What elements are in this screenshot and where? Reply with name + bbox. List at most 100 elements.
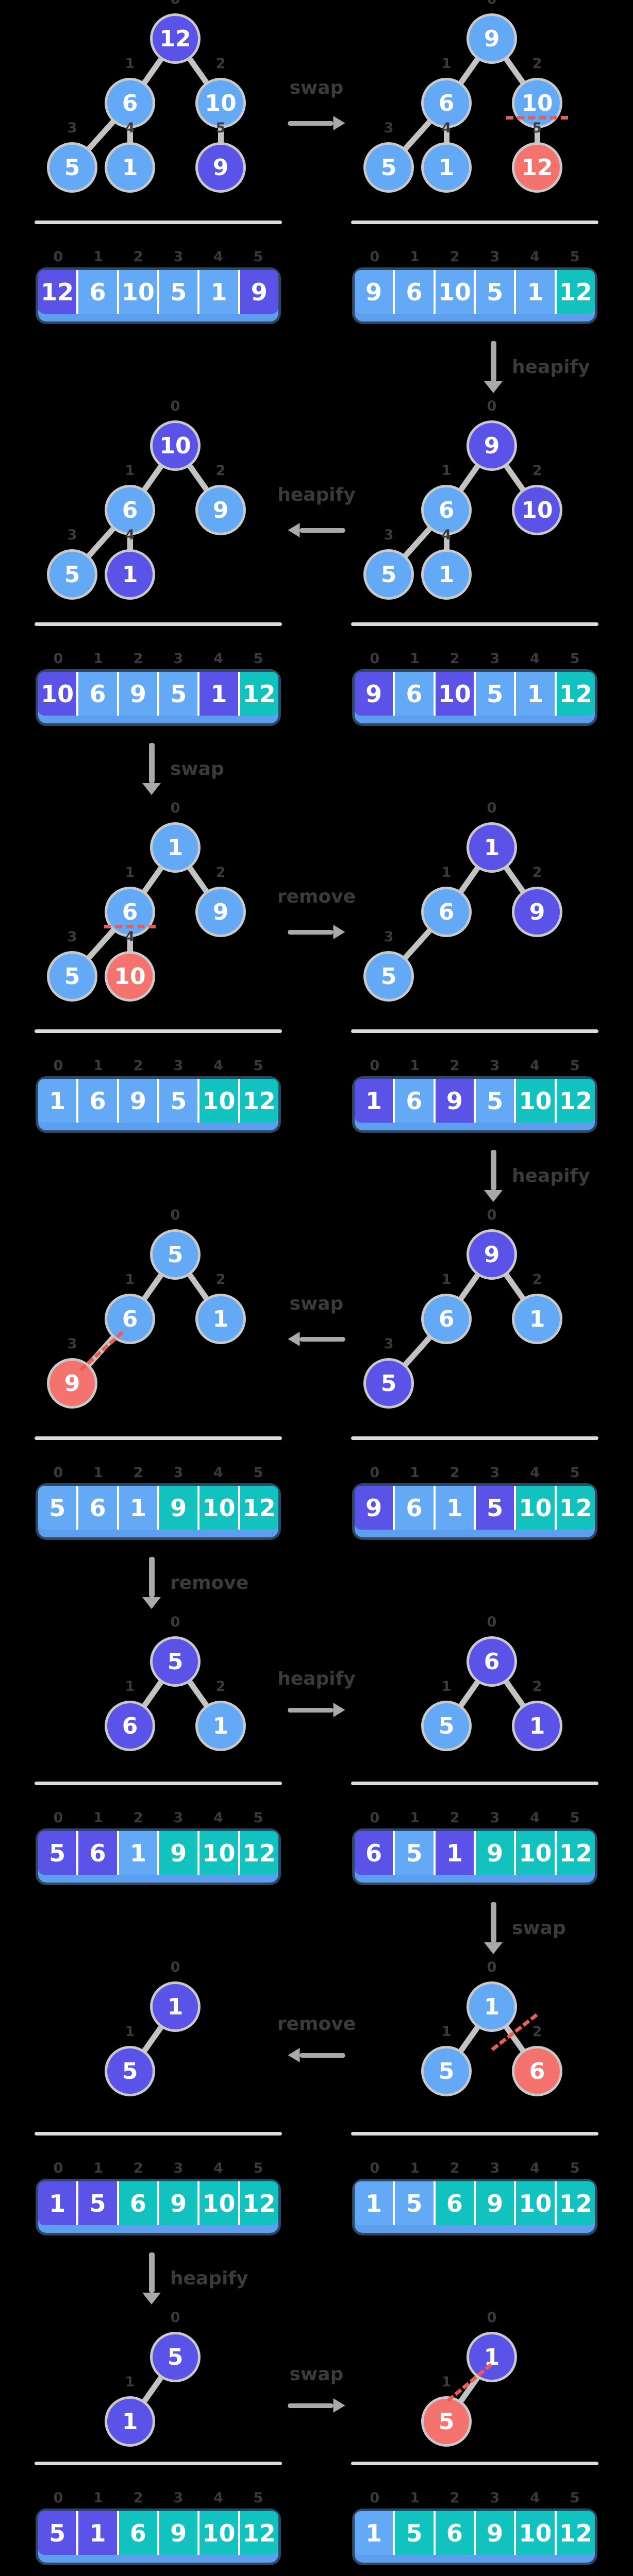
operation-label: heapify — [277, 1668, 356, 1689]
array-index-label: 3 — [173, 1810, 184, 1826]
operation-label: swap — [289, 1293, 344, 1314]
array-index-label: 5 — [253, 651, 263, 667]
array-index-label: 5 — [253, 2160, 263, 2176]
array-cell: 6 — [78, 270, 119, 314]
array-cell: 9 — [240, 270, 278, 314]
array-cell: 10 — [516, 2181, 557, 2225]
arrow-head — [484, 1942, 503, 1954]
array-index-label: 4 — [530, 1465, 540, 1481]
array-index-label: 1 — [410, 1058, 420, 1074]
node-index-label: 3 — [384, 527, 394, 543]
array-index-label: 4 — [530, 651, 540, 667]
tree-node: 1 — [512, 1701, 562, 1751]
heapsort-step-row: 0121621035415901234512610519091621035415… — [0, 0, 633, 335]
array-cell: 5 — [475, 1486, 517, 1530]
array-index-label: 4 — [213, 1465, 223, 1481]
array-index-label: 1 — [410, 249, 420, 265]
array-index-label: 1 — [410, 651, 420, 667]
tree-node: 1 — [421, 142, 472, 193]
node-index-label: 2 — [532, 1272, 542, 1287]
operation-between-panels: heapify — [253, 407, 380, 737]
array-index-label: 4 — [530, 2160, 540, 2176]
array-index-label: 2 — [133, 651, 143, 667]
node-index-label: 0 — [170, 398, 180, 414]
node-index-label: 0 — [170, 1207, 180, 1223]
array-cell: 6 — [78, 672, 119, 716]
array-index-label: 4 — [530, 1058, 540, 1074]
arrow-shaft — [288, 121, 334, 126]
array-index-label: 2 — [133, 1810, 143, 1826]
node-index-label: 1 — [441, 463, 452, 479]
array-cell: 6 — [395, 1079, 436, 1123]
array-index-label: 0 — [53, 2160, 63, 2176]
array-index-label: 0 — [53, 651, 63, 667]
array-cell: 9 — [475, 2181, 517, 2225]
tree-node: 5 — [363, 142, 414, 193]
node-index-label: 1 — [441, 865, 452, 880]
array-cell: 5 — [38, 1486, 79, 1530]
tree-node: 1 — [105, 549, 155, 600]
array-index-label: 2 — [449, 1465, 460, 1481]
array-index-label: 2 — [133, 2160, 143, 2176]
node-index-label: 1 — [441, 1272, 452, 1287]
array-index-label: 1 — [410, 2490, 420, 2506]
tree-node: 1 — [150, 1981, 201, 2032]
array-index-label: 5 — [570, 2490, 580, 2506]
array-cell: 5 — [159, 1079, 200, 1123]
left-arrow-icon — [288, 2048, 345, 2062]
tree-array-divider — [351, 1029, 598, 1033]
array-index-label: 5 — [253, 1058, 263, 1074]
node-index-label: 2 — [532, 1679, 542, 1694]
transition-arrow-group: swap — [142, 743, 224, 795]
tree-node: 6 — [105, 78, 155, 128]
node-index-label: 0 — [170, 1614, 180, 1630]
node-index-label: 4 — [125, 120, 135, 136]
array-cell: 10 — [516, 1831, 557, 1875]
array-cell: 5 — [395, 2511, 436, 2555]
tree-node: 6 — [105, 485, 155, 535]
transition-arrow-group: remove — [142, 1557, 248, 1609]
arrow-shaft — [288, 929, 334, 935]
array-cell: 5 — [395, 2181, 436, 2225]
removed-edge-cut-mark — [79, 1330, 124, 1371]
tree-node: 5 — [150, 1636, 201, 1687]
array-index-label: 3 — [173, 249, 184, 265]
transition-arrow-group: heapify — [484, 1150, 590, 1202]
operation-label: swap — [170, 758, 224, 779]
node-index-label: 3 — [67, 527, 77, 543]
right-arrow-icon — [288, 1703, 345, 1717]
array-index-label: 5 — [570, 1465, 580, 1481]
node-index-label: 1 — [125, 2024, 135, 2040]
operation-label: swap — [289, 77, 344, 98]
node-index-label: 1 — [125, 463, 135, 479]
tree-node: 10 — [150, 420, 201, 471]
array-index-label: 5 — [570, 249, 580, 265]
transition-arrow-group: swap — [484, 1902, 566, 1954]
array-index-label: 3 — [490, 249, 500, 265]
tree-node: 1 — [195, 1701, 246, 1751]
array-index-label: 3 — [490, 1058, 500, 1074]
